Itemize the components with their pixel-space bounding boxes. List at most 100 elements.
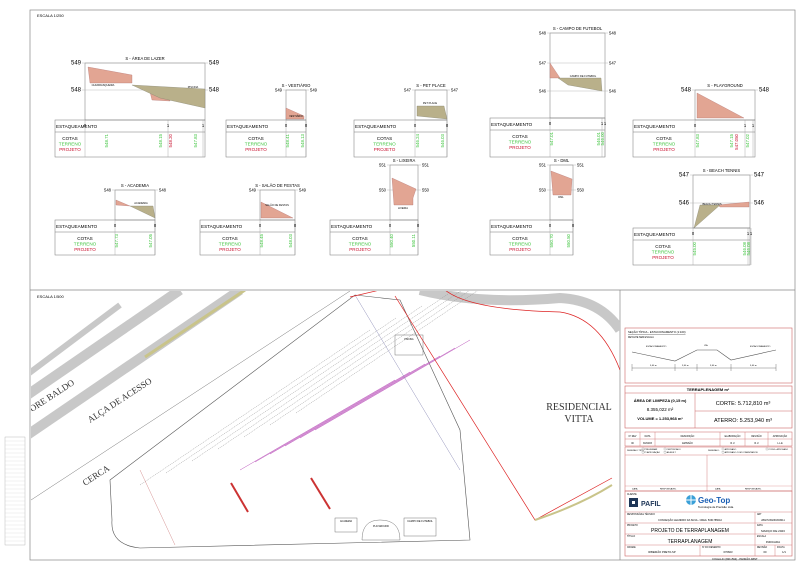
typical-section-profile: [631, 349, 777, 362]
station-label: 0: [389, 223, 392, 228]
title-label: TÍTULO: [627, 535, 635, 538]
section-title: S - CAMPO DE FUTEBOL: [553, 26, 603, 31]
terreno-label: TERRENO: [74, 242, 97, 247]
station-label: 0: [572, 223, 575, 228]
elevation-label: 551: [379, 163, 387, 168]
cut-area: [549, 62, 561, 79]
area-label: PLAYGROUND: [373, 525, 389, 528]
station-label: 0: [114, 223, 117, 228]
elevation-label: 550: [422, 188, 430, 193]
drawing-no-value: 070823: [724, 550, 733, 554]
projeto-label: PROJETO: [652, 255, 674, 260]
cota-terreno: 546.08: [742, 241, 747, 255]
station-label: 0: [417, 223, 420, 228]
axis-line: [354, 294, 461, 471]
station-label: 0: [446, 123, 449, 128]
scale-top: ESCALA 1/250: [37, 13, 64, 18]
structure-label: PISCINA: [188, 85, 199, 89]
station-label: 0: [154, 223, 157, 228]
scale-label: ESCALA: [757, 535, 767, 538]
structure-label: CAMPO DE FUTEBOL: [570, 74, 597, 78]
area-academia: [334, 517, 358, 533]
station-label: 0: [84, 123, 87, 128]
projeto-label: PROJETO: [59, 147, 81, 152]
legend-frame: [4, 436, 26, 546]
elevation-label: 548: [759, 88, 770, 94]
station-label: 0: [285, 123, 288, 128]
parking-row: [295, 291, 478, 414]
drawing-status-option: APROVADO COM COMENTÁRIOS: [725, 451, 759, 454]
resp-label: RESPONSÁVEL TÉCNICO: [627, 513, 655, 516]
signature-label: RESPONSÁVEL: [660, 488, 677, 491]
elevation-label: 549: [249, 188, 257, 193]
terreno-label: TERRENO: [653, 142, 676, 147]
cota-terreno: 550.40: [389, 233, 394, 247]
cota-terreno: 546.01: [596, 131, 601, 145]
cotas-label: COTAS: [77, 236, 92, 241]
cotas-label: COTAS: [512, 134, 527, 139]
art-label: ART: [757, 513, 762, 516]
projeto-label: PROJETO: [245, 147, 267, 152]
elevation-label: 547: [451, 88, 459, 93]
typical-section-subtitle: DETALHE SEM ESCALA: [628, 336, 654, 339]
drawing-type-option: CERTIFICADO: [667, 448, 681, 451]
projeto-label: PROJETO: [349, 247, 371, 252]
section-title: S - ÁREA DE LAZER: [125, 56, 164, 61]
cota-terreno: 546.03: [440, 133, 445, 147]
drawing-type-label: DESENHO TIPO:: [627, 450, 644, 452]
structure-label: ACADEMIA: [134, 201, 148, 205]
section-title: S - VESTIÁRIO: [282, 83, 312, 88]
area-label: CAMPO DE FUTEBOL: [407, 520, 433, 523]
elevation-label: 549: [71, 61, 82, 67]
cut-area: [717, 201, 750, 208]
terreno-label: TERRENO: [349, 242, 372, 247]
client-label: CLIENTE: [627, 494, 637, 496]
cota-terreno: 547.83: [695, 133, 700, 147]
drawing-no-label: Nº DO DESENHO: [702, 545, 721, 549]
estaqueamento-label: ESTAQUEAMENTO: [56, 124, 98, 129]
structure-label: CHURRASQUEIRA: [92, 83, 115, 87]
cotas-label: COTAS: [655, 244, 670, 249]
cota-terreno: 547.05: [148, 233, 153, 247]
revision-cell: EMISSÃO: [682, 442, 693, 445]
station-label: 1: [752, 123, 755, 128]
neighbor-label: VITTA: [564, 414, 594, 425]
cota-projeto: 547.050: [734, 133, 739, 149]
sheet-label: FOLHA: [777, 546, 785, 549]
typical-dim: 3,00 m: [682, 365, 689, 367]
company-logo: Geo-Top: [698, 496, 730, 505]
resp-value: CONCEIÇÃO LEANDRO DA SILVA - CREA: 50617…: [658, 519, 722, 522]
cut-area: [550, 170, 573, 196]
cotas-label: COTAS: [656, 136, 671, 141]
area-playground: [361, 519, 401, 541]
cota-terreno: 547.02: [745, 133, 750, 147]
elevation-label: 549: [310, 88, 318, 93]
station-label: 0: [305, 123, 308, 128]
lot-line: [269, 363, 426, 455]
typical-dim: 3,00 m: [710, 365, 717, 367]
neighbor-label: RESIDENCIAL: [546, 402, 612, 413]
elevation-label: 546: [679, 201, 690, 207]
signature-label: DATA: [715, 488, 721, 491]
drawing-status-checkbox: [721, 447, 725, 451]
revision-header: REVISÃO: [751, 435, 761, 438]
drawing-type-checkbox: [663, 451, 667, 454]
cota-terreno: 545.00: [692, 241, 697, 255]
revision-header: Nº REV: [629, 434, 637, 438]
elevation-label: 547: [539, 61, 547, 66]
left-legend-table: [4, 436, 26, 546]
typical-dim: 5,00 m: [750, 365, 757, 367]
fill-area: [129, 205, 156, 219]
cut-area: [285, 107, 305, 120]
station-label: 0: [259, 223, 262, 228]
structure-label: BEACH TENNIS: [702, 202, 721, 206]
estaqueamento-label: ESTAQUEAMENTO: [227, 124, 269, 129]
elevation-label: 546: [609, 89, 617, 94]
